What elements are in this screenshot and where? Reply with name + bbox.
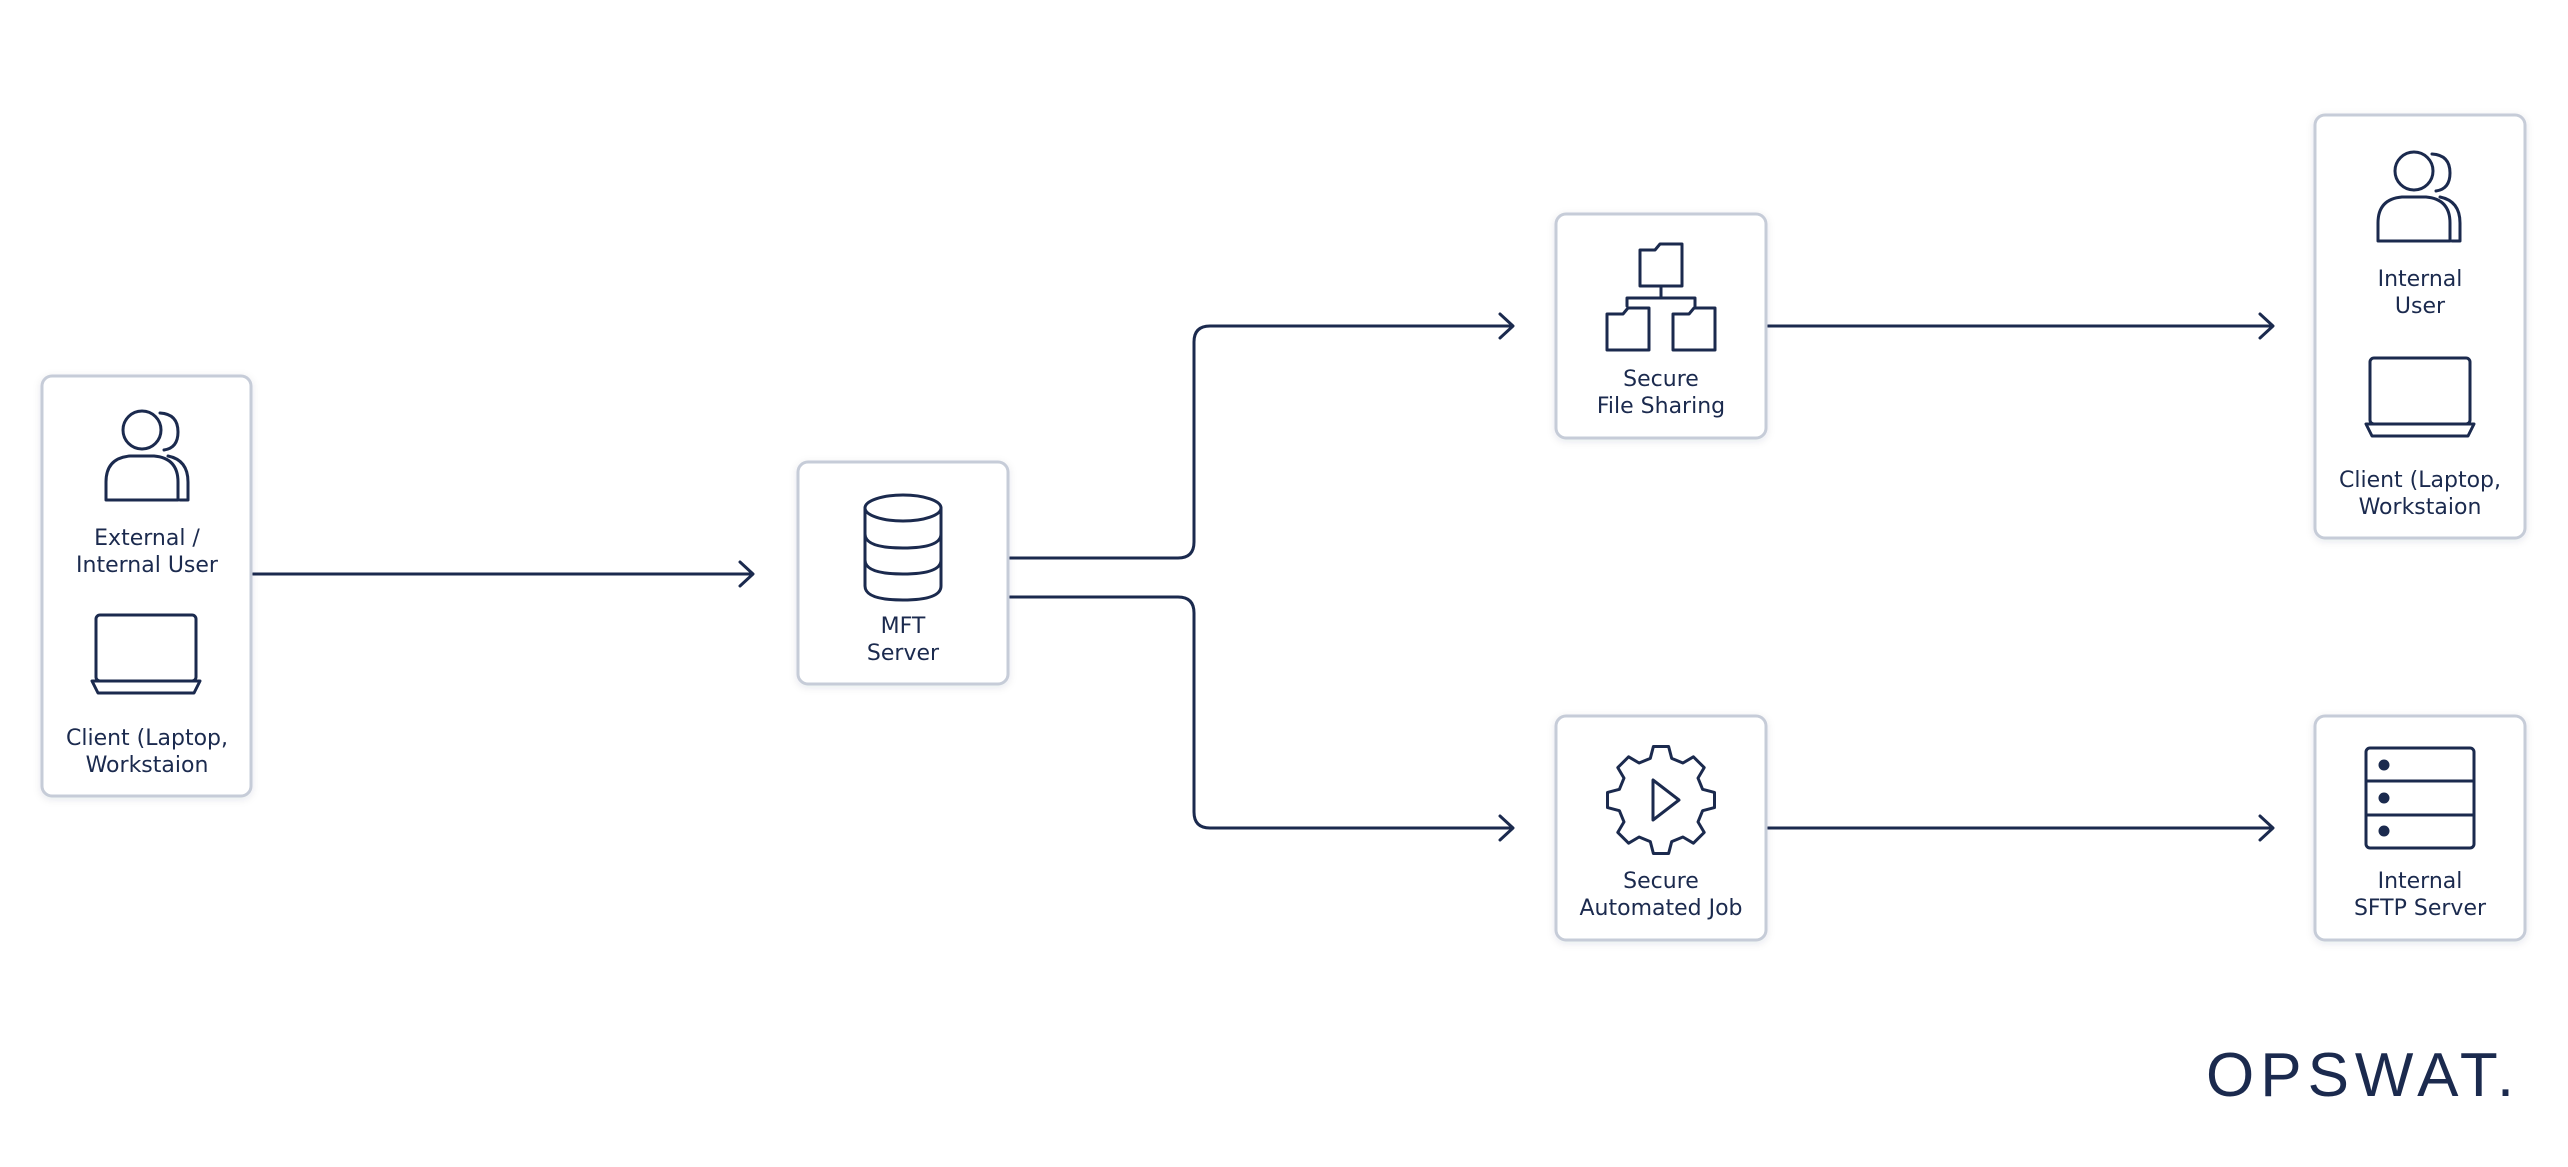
external-client-label-line-2: Workstaion xyxy=(86,753,209,778)
opswat-logo: OPSWAT. xyxy=(2206,1041,2520,1110)
file-sharing-label-line-1: Secure xyxy=(1623,367,1699,392)
folder-tree-icon xyxy=(1605,242,1717,352)
laptop-icon xyxy=(2364,356,2476,438)
connector-file-sharing-to-internal-user xyxy=(1766,312,2275,340)
gear-play-icon xyxy=(1606,745,1716,855)
automated-job-label-line-1: Secure xyxy=(1623,869,1699,894)
internal-user-label-line-1: Internal xyxy=(2378,267,2463,292)
node-box-external-user xyxy=(40,374,253,798)
connector-automated-job-to-sftp xyxy=(1766,814,2275,842)
connector-mft-to-automated-job xyxy=(1008,595,1515,842)
users-icon xyxy=(2376,150,2462,243)
arrowhead-icon xyxy=(2258,312,2275,340)
internal-client-label-line-1: Client (Laptop, xyxy=(2339,468,2501,493)
node-box-automated-job xyxy=(1554,714,1768,942)
external-client-label-line-1: Client (Laptop, xyxy=(66,726,228,751)
connector-mft-to-file-sharing xyxy=(1008,312,1515,560)
automated-job-label-line-2: Automated Job xyxy=(1579,896,1742,921)
arrowhead-icon xyxy=(2258,814,2275,842)
external-user-label-line-1: External / xyxy=(94,526,200,551)
arrowhead-icon xyxy=(738,560,755,588)
external-user-label-line-2: Internal User xyxy=(76,553,219,578)
internal-client-label-line-2: Workstaion xyxy=(2359,495,2482,520)
sftp-server-label-line-2: SFTP Server xyxy=(2354,896,2487,921)
connector-external-to-mft xyxy=(251,560,755,588)
database-icon xyxy=(863,493,943,602)
server-rack-icon xyxy=(2364,746,2476,850)
arrowhead-icon xyxy=(1498,814,1515,842)
internal-user-label-line-2: User xyxy=(2395,294,2446,319)
users-icon xyxy=(104,409,190,502)
node-box-file-sharing xyxy=(1554,212,1768,440)
laptop-icon xyxy=(90,613,202,695)
mft-server-label-line-2: Server xyxy=(867,641,940,666)
node-box-internal-user xyxy=(2313,113,2527,540)
file-sharing-label-line-2: File Sharing xyxy=(1597,394,1725,419)
sftp-server-label-line-1: Internal xyxy=(2378,869,2463,894)
arrowhead-icon xyxy=(1498,312,1515,340)
mft-server-label-line-1: MFT xyxy=(881,614,926,639)
